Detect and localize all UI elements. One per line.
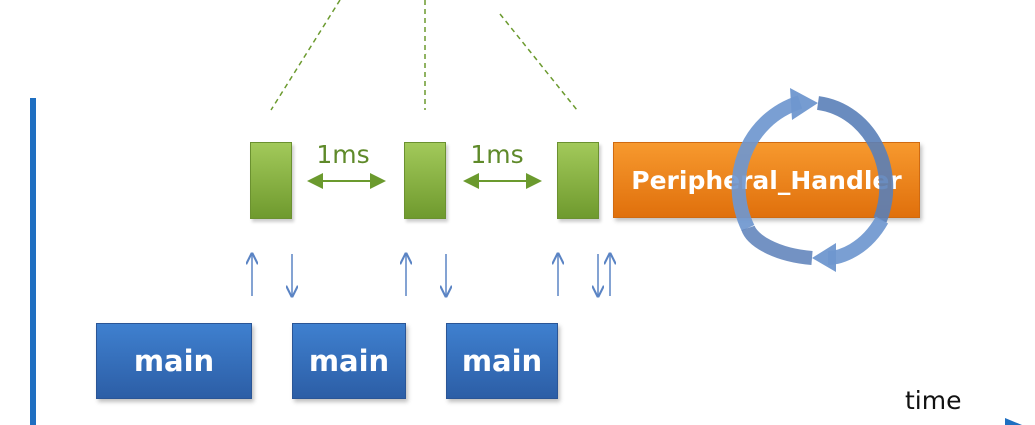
interval-label-2: 1ms [470, 140, 524, 169]
tick-block-2 [404, 142, 446, 219]
tick-block-1 [250, 142, 292, 219]
main-block-1: main [96, 323, 252, 399]
main-block-2: main [292, 323, 406, 399]
dashed-connector-right [499, 13, 578, 111]
main-block-label: main [133, 344, 215, 378]
main-block-label: main [308, 344, 390, 378]
timeline-axis [30, 98, 36, 425]
peripheral-handler-label: Peripheral_Handler [631, 165, 902, 195]
time-axis-label: time [905, 386, 962, 415]
time-arrow-head [1005, 418, 1022, 425]
interval-label-1: 1ms [316, 140, 370, 169]
tick-block-3 [557, 142, 599, 219]
main-block-3: main [446, 323, 558, 399]
peripheral-handler-block: Peripheral_Handler [613, 142, 920, 218]
dashed-connector-left [270, 0, 341, 111]
main-block-label: main [461, 344, 543, 378]
